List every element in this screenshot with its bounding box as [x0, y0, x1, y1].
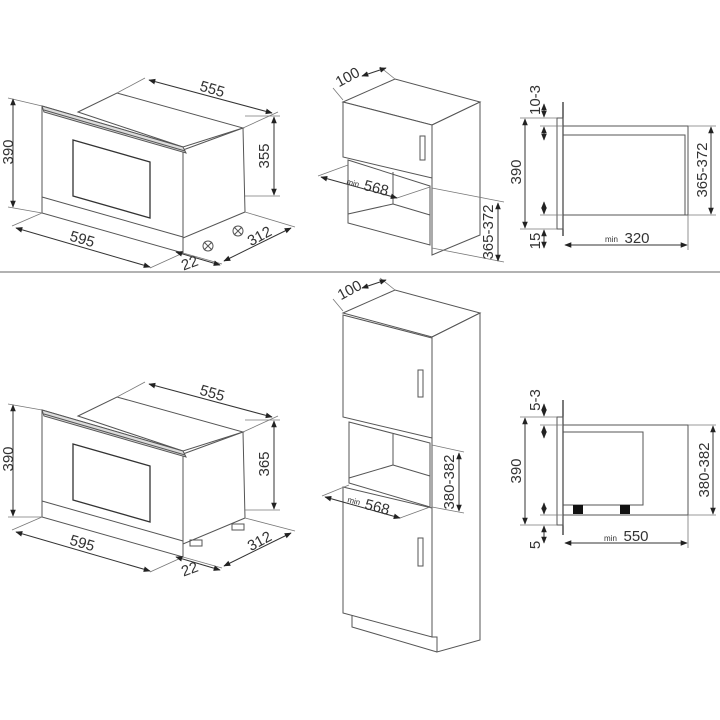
oven-foot: [231, 523, 245, 531]
oven-foot: [573, 505, 583, 514]
depth-prefix: min: [604, 534, 617, 543]
niche-width-prefix: min: [345, 177, 360, 189]
tall-cabinet-bottom: 100 min 568 380-382: [321, 277, 482, 653]
side-view-bottom: 390 5-3 5 380-382 min 550: [508, 389, 716, 549]
side-height-label: 390: [508, 159, 525, 184]
side-height-label: 390: [508, 458, 525, 483]
side-niche-height-label: 365-372: [694, 142, 711, 197]
niche-width-prefix: min: [346, 495, 361, 507]
oven-body-height-label: 365: [256, 451, 273, 476]
cabinet-handle: [417, 537, 424, 567]
oven-window: [72, 443, 151, 523]
bottom-gap-label: 15: [527, 233, 544, 250]
door-offset-label: 22: [179, 253, 200, 275]
niche-height-label: 365-372: [480, 204, 497, 259]
side-depth-label: 550: [623, 528, 648, 545]
side-view-top: 390 10-3 15 365-372 min 320: [508, 85, 716, 250]
bottom-gap-label: 5: [527, 541, 544, 549]
oven-window: [72, 139, 151, 219]
oven-depth-label: 555: [198, 78, 227, 101]
cabinet-top-offset-label: 100: [333, 64, 363, 91]
cabinet-top-offset-label: 100: [335, 277, 365, 304]
oven-foot: [189, 539, 203, 547]
niche-width-label: 568: [363, 496, 392, 519]
oven-body-height-label: 355: [256, 143, 273, 168]
foot-icon: [232, 225, 244, 237]
oven-height-label: 390: [0, 139, 17, 164]
oven-depth-label: 555: [198, 382, 227, 405]
oven-foot: [620, 505, 630, 514]
wall-cabinet-top: 100 min 568 365-372: [317, 64, 505, 263]
oven-side-depth-label: 312: [245, 528, 275, 555]
oven-side-depth-label: 312: [245, 223, 275, 250]
cabinet-handle: [419, 135, 426, 161]
oven-isometric-bottom: 555 390 365 595 312 22: [0, 381, 296, 581]
door-offset-label: 22: [179, 559, 200, 581]
depth-prefix: min: [605, 235, 618, 244]
oven-isometric-top: 555 390 355 595 312 22: [0, 77, 296, 275]
side-depth-label: 320: [624, 230, 649, 247]
top-gap-label: 10-3: [527, 85, 544, 115]
top-gap-label: 5-3: [527, 389, 544, 411]
cabinet-handle: [417, 369, 424, 398]
oven-width-label: 595: [68, 228, 97, 251]
niche-height-label: 380-382: [441, 454, 458, 509]
oven-width-label: 595: [68, 532, 97, 555]
side-niche-height-label: 380-382: [696, 442, 713, 497]
foot-icon: [202, 240, 214, 252]
oven-height-label: 390: [0, 446, 17, 471]
niche-width-label: 568: [362, 177, 391, 200]
